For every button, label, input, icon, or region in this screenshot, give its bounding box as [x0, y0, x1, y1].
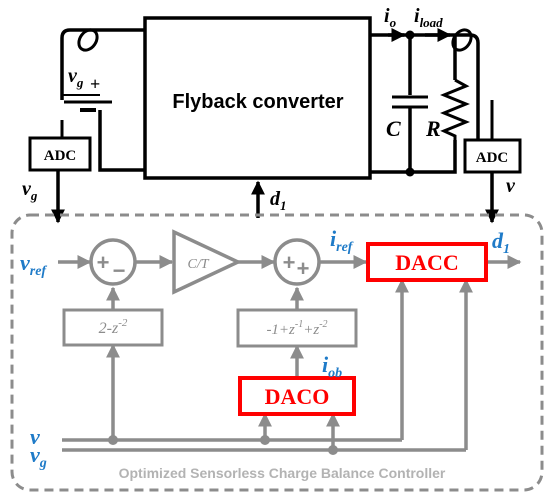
iload-label: iload	[414, 5, 443, 30]
d1-output-label: d1	[492, 228, 510, 257]
junction-v-daco	[260, 435, 270, 445]
daco-label: DACO	[265, 384, 330, 409]
vg-bus-label: vg	[30, 442, 47, 471]
current-sensor-right	[451, 28, 473, 52]
vg-input-label: vg	[68, 65, 84, 90]
iref-label: iref	[330, 226, 354, 255]
v-adc-output-label: v	[506, 175, 516, 197]
iob-label: iob	[322, 352, 342, 381]
summing-junction-2	[273, 238, 321, 286]
input-wire-bottom	[98, 120, 145, 172]
sum2-plus-sign-b: +	[297, 256, 310, 281]
summing-junction-1	[89, 238, 137, 286]
capacitor-label: C	[386, 116, 401, 141]
junction-vg-daco	[328, 445, 338, 455]
adc-left-block	[28, 136, 92, 172]
adc-right-label: ADC	[476, 150, 509, 166]
filter-left-label: 2-z-2	[99, 317, 128, 337]
sum1-plus-sign: +	[97, 250, 110, 275]
ct-gain-block	[172, 229, 243, 295]
resistor-zigzag	[440, 78, 470, 140]
d1-feedback-label: d1	[270, 188, 287, 213]
filter-left-block	[62, 308, 164, 347]
io-label: io	[384, 5, 397, 30]
sum1-minus-sign: −	[113, 258, 126, 283]
filter-mid-label: -1+z-1+z-2	[266, 319, 327, 338]
resistor-label: R	[425, 116, 441, 141]
vg-adc-output-label: vg	[22, 178, 38, 203]
sum2-plus-sign-a: +	[283, 250, 296, 275]
daco-block	[238, 376, 356, 416]
controller-boundary	[10, 213, 544, 492]
v-bus-label: v	[30, 424, 40, 449]
filter-mid-block	[236, 308, 358, 348]
controller-caption: Optimized Sensorless Charge Balance Cont…	[119, 465, 446, 481]
output-wire-bottom	[370, 140, 457, 174]
dacc-label: DACC	[395, 250, 459, 275]
dacc-block	[366, 242, 488, 282]
power-stage	[60, 16, 480, 180]
junction-v-filter	[108, 435, 118, 445]
battery-plus-sign: +	[90, 74, 100, 94]
node-cap-top	[405, 30, 415, 40]
flyback-converter-block	[143, 16, 372, 180]
vref-label: vref	[20, 250, 47, 279]
adc-left-label: ADC	[44, 148, 77, 164]
current-sensor-left	[77, 28, 99, 52]
input-wire-top	[60, 28, 145, 95]
node-cap-bottom	[405, 167, 415, 177]
ct-gain-label: C/T	[187, 257, 209, 272]
flyback-converter-label: Flyback converter	[172, 91, 343, 113]
